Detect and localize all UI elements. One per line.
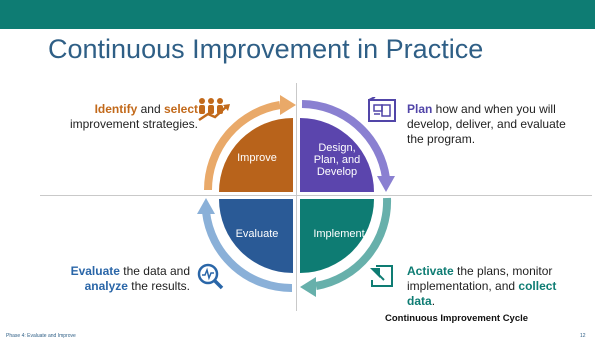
- magnifier-chart-icon: [197, 263, 224, 290]
- arrow-head-orange: [280, 95, 296, 115]
- horizontal-divider: [40, 195, 592, 196]
- keyword-activate: Activate: [407, 264, 454, 278]
- people-growth-icon: [198, 98, 230, 122]
- arrow-head-blue: [197, 198, 215, 214]
- label-evaluate: Evaluate: [236, 228, 279, 240]
- keyword-analyze: analyze: [84, 279, 128, 293]
- quadrant-improve: [219, 118, 293, 192]
- top-banner: [0, 0, 595, 29]
- note-text: the data and: [119, 264, 190, 278]
- vertical-divider: [296, 83, 297, 311]
- label-design-line1: Design,: [318, 142, 355, 154]
- arrow-arc-blue: [202, 211, 293, 293]
- note-identify: Identify and select improvement strategi…: [48, 102, 198, 132]
- note-evaluate: Evaluate the data and analyze the result…: [40, 264, 190, 294]
- note-text: .: [431, 294, 436, 308]
- keyword-identify: Identify: [94, 102, 138, 116]
- quadrant-evaluate: [219, 199, 293, 273]
- keyword-select: select: [163, 102, 198, 116]
- keyword-evaluate: Evaluate: [70, 264, 120, 278]
- blueprint-icon: [368, 97, 396, 122]
- note-text: how and when you will develop, deliver, …: [407, 102, 566, 146]
- page-title: Continuous Improvement in Practice: [48, 34, 484, 64]
- quadrant-implement: [300, 199, 374, 273]
- label-design-line3: Develop: [317, 166, 357, 178]
- note-text: the results.: [127, 279, 190, 293]
- keyword-plan: Plan: [407, 102, 433, 116]
- label-implement: Implement: [313, 228, 364, 240]
- note-text: and: [137, 102, 164, 116]
- note-text: the plans, monitor implementation, and: [407, 264, 553, 293]
- label-design-line2: Plan, and: [314, 154, 360, 166]
- return-arrow-icon: [370, 265, 393, 287]
- arrow-arc-purple: [301, 100, 390, 179]
- arrow-arc-orange: [203, 101, 281, 191]
- arrow-head-teal: [300, 277, 316, 297]
- note-activate: Activate the plans, monitor implementati…: [407, 264, 577, 309]
- note-plan: Plan how and when you will develop, deli…: [407, 102, 577, 147]
- arrow-head-purple: [377, 176, 395, 192]
- note-text: improvement strategies.: [69, 117, 198, 131]
- page-number: 12: [580, 333, 586, 339]
- diagram-caption: Continuous Improvement Cycle: [385, 313, 529, 324]
- quadrant-design: [300, 118, 374, 192]
- footer-phase-label: Phase 4: Evaluate and Improve: [6, 333, 76, 339]
- arrow-arc-teal: [315, 197, 392, 290]
- label-improve: Improve: [237, 152, 277, 164]
- keyword-collect-data: collect data: [407, 279, 557, 308]
